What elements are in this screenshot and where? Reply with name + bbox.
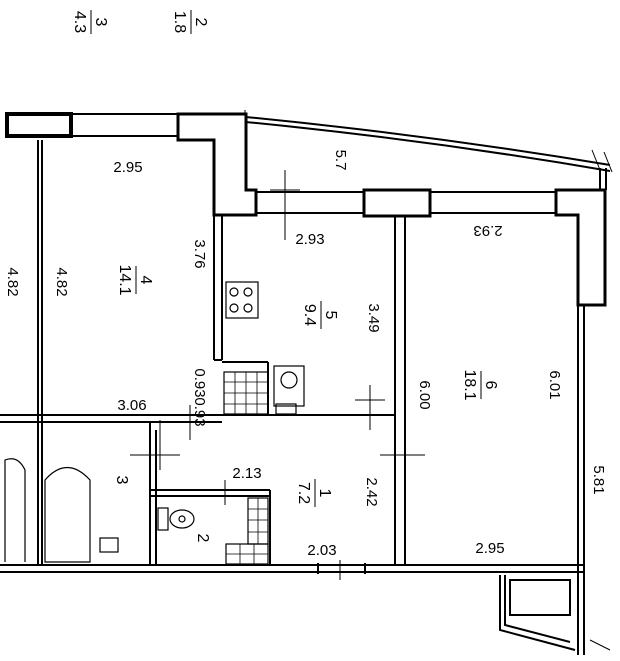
room1-label: 1 7.2 (295, 479, 333, 507)
dim-balcony: 5.7 (332, 150, 349, 171)
dim-room6-bottom: 2.95 (475, 540, 504, 557)
room3-id: 3 (113, 476, 130, 485)
labels: 3 4.3 2 1.8 5.7 2.95 4.82 4.82 3.76 3.06… (4, 10, 607, 559)
room5-area: 9.4 (301, 304, 318, 326)
room1-area: 7.2 (295, 482, 312, 504)
top-right-pier (554, 188, 607, 307)
dim-room4-top: 2.95 (113, 159, 142, 176)
room2-label-top: 2 1.8 (171, 10, 209, 34)
dim-room4-leftmost: 4.82 (4, 267, 21, 296)
dim-room6-right: 6.01 (546, 370, 563, 399)
tile-block-bath (225, 497, 269, 565)
tap-icon (99, 537, 119, 553)
dim-hall-bottom: 2.03 (307, 542, 336, 559)
room6-label: 6 18.1 (461, 369, 499, 400)
dim-outer-right: 5.81 (590, 465, 607, 494)
fixtures (4, 281, 305, 565)
dim-kitchen-top: 2.93 (295, 231, 324, 248)
room2-id: 2 (194, 534, 211, 543)
room5-id: 5 (322, 311, 339, 320)
top-middle-pier (176, 112, 258, 217)
room3-label-top-id: 3 (92, 18, 109, 27)
dim-gap2: 0.93 (191, 397, 208, 426)
room1-id: 1 (316, 489, 333, 498)
toilet-icon (157, 507, 195, 531)
dim-room4-left: 4.82 (53, 267, 70, 296)
dim-room4-right: 3.76 (191, 239, 208, 268)
dim-hall-top: 2.13 (232, 465, 261, 482)
room4-area: 14.1 (116, 264, 133, 295)
dim-hall-right: 2.42 (363, 477, 380, 506)
room6-area: 18.1 (461, 369, 478, 400)
room2-label-top-area: 1.8 (171, 11, 188, 33)
dim-room6-left: 6.00 (416, 380, 433, 409)
room4-id: 4 (137, 276, 154, 285)
room2-label-top-id: 2 (192, 18, 209, 27)
sink-icon (273, 365, 305, 415)
room6-id: 6 (482, 381, 499, 390)
dim-kitchen-right: 3.49 (365, 303, 382, 332)
crosshairs (130, 170, 425, 580)
room3-label-top-area: 4.3 (71, 11, 88, 33)
room5-label: 5 9.4 (301, 301, 339, 329)
tile-block-kitchen (223, 371, 269, 415)
dim-gap: 0.93 (191, 368, 208, 397)
dim-room6-top: 2.93 (473, 222, 502, 239)
room4-label: 4 14.1 (116, 264, 154, 295)
walls (0, 110, 613, 655)
bathtub-icon (4, 458, 91, 563)
room3-label-top: 3 4.3 (71, 10, 109, 34)
stove-icon (225, 281, 259, 319)
dim-room4-bottom: 3.06 (117, 397, 146, 414)
